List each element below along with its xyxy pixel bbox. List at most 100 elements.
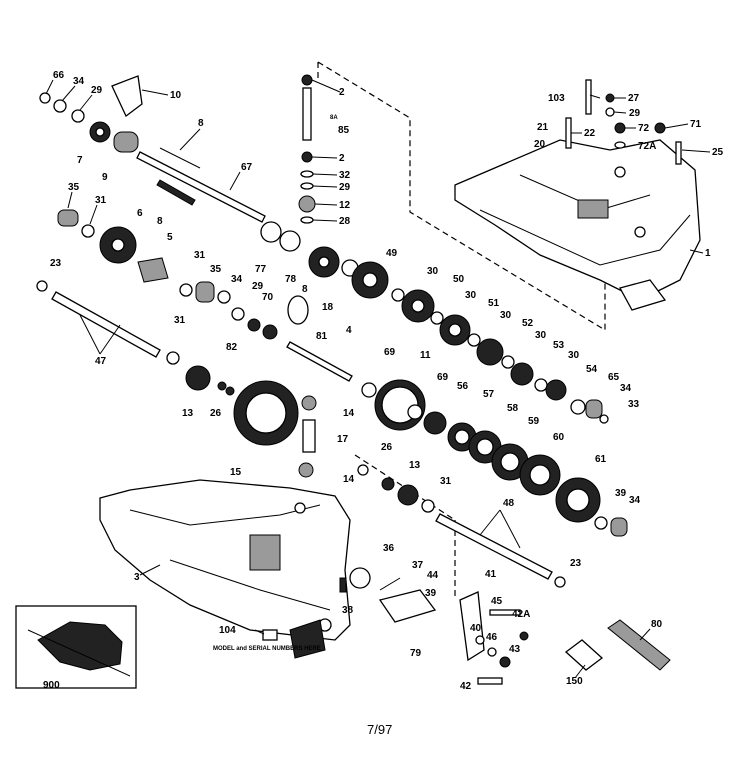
callout: 37: [412, 560, 424, 571]
callout: 28: [339, 216, 351, 227]
bushing-34d: [610, 517, 628, 537]
washer-26b: [357, 464, 369, 476]
callout: 104: [219, 625, 236, 636]
callout: 2: [339, 153, 345, 164]
callout: 31: [440, 476, 452, 487]
bevel-gear-14-lower: [298, 462, 314, 478]
callout: 51: [488, 298, 500, 309]
bearing-2b: [301, 151, 313, 163]
washer-33: [599, 414, 609, 424]
bushing-35b: [195, 281, 215, 303]
page-code: 7/97: [367, 722, 392, 737]
callout: 12: [339, 200, 351, 211]
shaft-67: [136, 151, 266, 223]
washer-65: [570, 399, 586, 415]
callout: 29: [339, 182, 351, 193]
seal-72A: [614, 141, 626, 149]
callout-labels: 66 34 29 10 8 7 9 67 35 31 6 8 5 23 31 3…: [43, 70, 724, 692]
callout: 7: [77, 155, 83, 166]
callout: 35: [210, 264, 222, 275]
ring-77: [260, 221, 282, 243]
chain-81: [287, 295, 309, 325]
callout: 35: [68, 182, 80, 193]
callout: 34: [620, 383, 632, 394]
callout: 49: [386, 248, 398, 259]
upper-housing-1: [454, 139, 701, 311]
callout: 42A: [512, 609, 530, 620]
callout: 59: [528, 416, 540, 427]
pin-38: [339, 577, 347, 593]
callout: 6: [137, 208, 143, 219]
callout: 77: [255, 264, 267, 275]
disc-36: [349, 567, 371, 589]
callout: 18: [322, 302, 334, 313]
washer-23b: [554, 576, 566, 588]
bolt-21: [565, 117, 572, 149]
callout: 21: [537, 122, 549, 133]
shaft-85: [302, 87, 312, 141]
bolt-42: [477, 677, 503, 685]
callout: 34: [73, 76, 85, 87]
bevel-gear-14-upper: [301, 395, 317, 411]
callout: 45: [491, 596, 503, 607]
callout: 5: [167, 232, 173, 243]
callout: 85: [338, 125, 350, 136]
key-8-lower: [156, 179, 196, 206]
shaft-47: [51, 291, 161, 358]
plate-note: MODEL and SERIAL NUMBERS HERE: [213, 646, 321, 652]
callout: 23: [50, 258, 62, 269]
callout: 26: [210, 408, 222, 419]
ring-78: [279, 230, 301, 252]
bracket-10: [111, 75, 143, 118]
spring-37: [379, 577, 401, 591]
callout: 3: [134, 572, 140, 583]
washer-28: [300, 216, 314, 224]
spacer-30a: [391, 288, 405, 302]
seal-72: [614, 122, 626, 134]
callout: 65: [608, 372, 620, 383]
callout: 8: [157, 216, 163, 227]
callout: 30: [500, 310, 512, 321]
assembly-boundary-dashed: [317, 61, 606, 332]
callout: 13: [182, 408, 194, 419]
nut-42A: [519, 631, 529, 641]
callout: 66: [53, 70, 65, 81]
callout: 31: [194, 250, 206, 261]
washer-39: [594, 516, 608, 530]
plug-104: [262, 629, 278, 641]
nut-43: [499, 656, 511, 668]
callout: 43: [509, 644, 521, 655]
washer-31d: [421, 499, 435, 513]
callout: 78: [285, 274, 297, 285]
callout: 900: [43, 680, 60, 691]
gear-82: [262, 324, 278, 340]
callout: 30: [568, 350, 580, 361]
callout: 61: [595, 454, 607, 465]
callout: 69: [384, 347, 396, 358]
washer-32: [300, 170, 314, 178]
callout: 29: [252, 281, 264, 292]
bearing-9: [113, 131, 139, 153]
callout: 17: [337, 434, 349, 445]
callout: 20: [534, 139, 546, 150]
callout: 10: [170, 90, 182, 101]
washer-31: [81, 224, 95, 238]
callout: 46: [486, 632, 498, 643]
callout: 44: [427, 570, 439, 581]
spacer-30b: [430, 311, 444, 325]
callout: 29: [629, 108, 641, 119]
washer-31b: [179, 283, 193, 297]
washer-46: [487, 647, 497, 657]
callout: 22: [584, 128, 596, 139]
callout: 39: [615, 488, 627, 499]
callout: 103: [548, 93, 565, 104]
callout: 69: [437, 372, 449, 383]
bushing-35: [57, 209, 79, 227]
callout: 39: [425, 588, 437, 599]
callout: 48: [503, 498, 515, 509]
callout: 52: [522, 318, 534, 329]
cover-boundary-dashed: [354, 454, 456, 600]
spacer-30d: [501, 355, 515, 369]
